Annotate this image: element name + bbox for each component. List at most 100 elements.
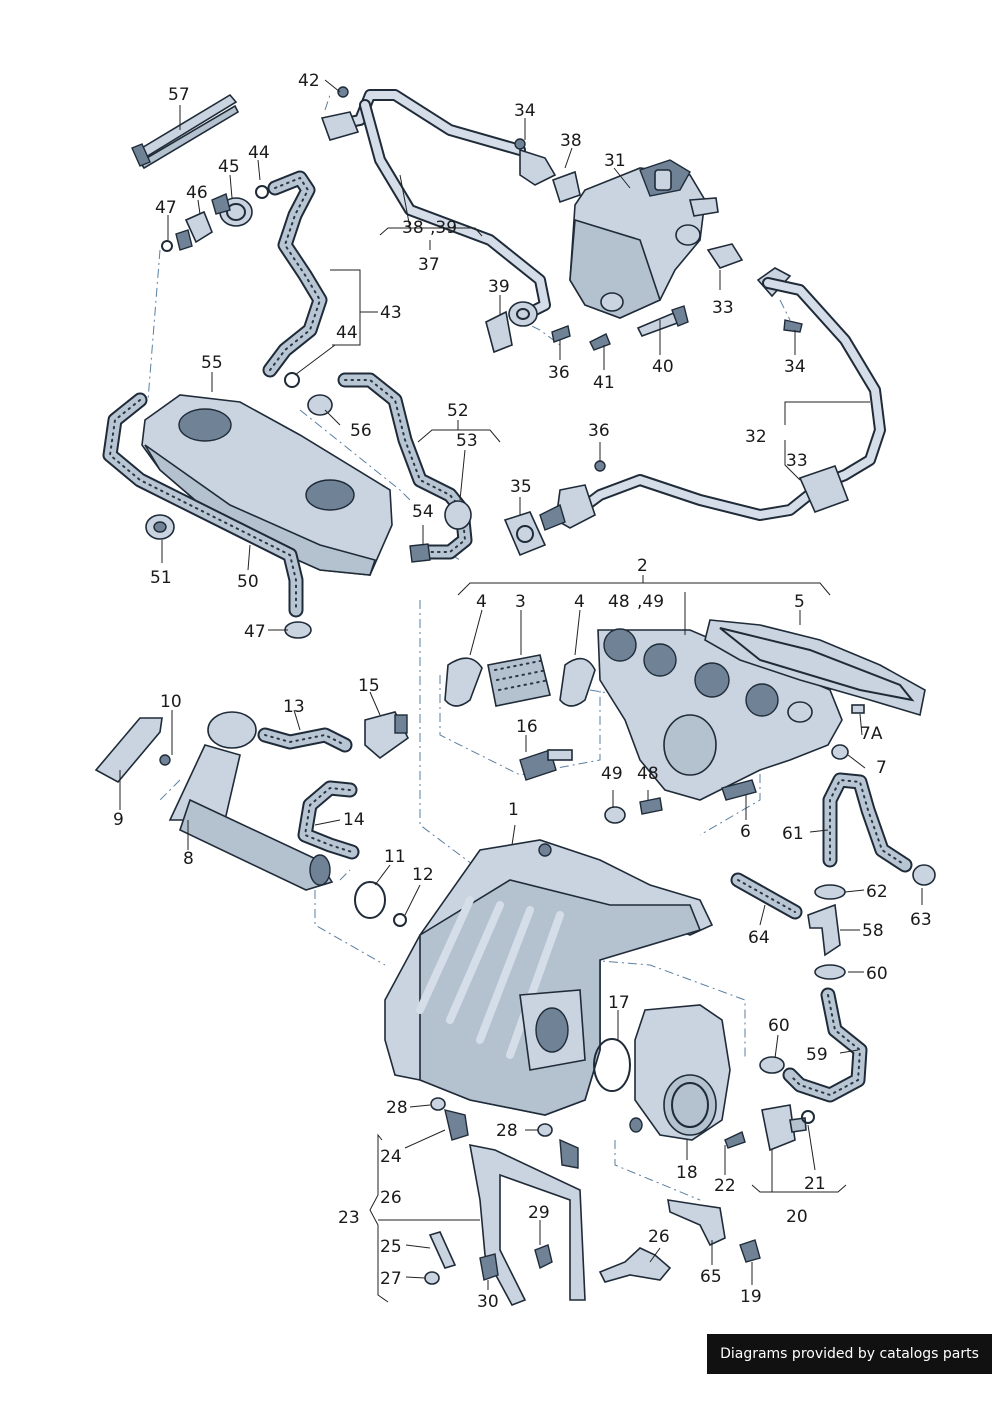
label-49: 49: [601, 764, 623, 784]
leader-lines: [119, 79, 923, 1303]
part-11-oring: [354, 881, 386, 919]
part-5-gasket: [704, 619, 926, 717]
part-18-throttle-body: [629, 1004, 731, 1141]
label-46: 46: [186, 183, 208, 203]
part-58-tpiece: [807, 903, 841, 957]
label-10: 10: [160, 692, 182, 712]
label-28: 28: [386, 1098, 408, 1118]
label-15: 15: [358, 676, 380, 696]
label-38: 38: [402, 218, 424, 238]
label-7: 7: [876, 758, 887, 778]
label-24: 24: [380, 1147, 402, 1167]
part-45-46-clamp-valve: [161, 185, 269, 252]
label-38: 38: [560, 131, 582, 151]
label-31: 31: [604, 151, 626, 171]
label-14: 14: [343, 810, 365, 830]
label-56: 56: [350, 421, 372, 441]
part-9-cover: [94, 717, 163, 784]
part-64-hose: [730, 872, 803, 920]
label-32: 32: [745, 427, 767, 447]
part-35-gasket: [503, 511, 547, 557]
label-23: 23: [338, 1208, 360, 1228]
label-3: 3: [515, 592, 526, 612]
part-63-clamp: [912, 864, 936, 886]
label-34: 34: [784, 357, 806, 377]
part-61-hose: [822, 772, 913, 873]
label-7a: 7A: [860, 724, 883, 744]
label-55: 55: [201, 353, 223, 373]
label-53: 53: [456, 431, 478, 451]
label-2: 2: [637, 556, 648, 576]
part-59-hose: [782, 987, 868, 1103]
bolts-upper: [551, 305, 803, 351]
label-54: 54: [412, 502, 434, 522]
label-36: 36: [548, 363, 570, 383]
label-33: 33: [712, 298, 734, 318]
part-17-oring: [593, 1038, 631, 1092]
part-31-egr-valve: [569, 159, 792, 319]
part-43-hose: [262, 170, 328, 388]
label-63: 63: [910, 910, 932, 930]
label-26: 26: [380, 1188, 402, 1208]
label-42: 42: [298, 71, 320, 91]
label-34: 34: [514, 101, 536, 121]
label-20: 20: [786, 1207, 808, 1227]
label-4: 4: [476, 592, 487, 612]
label-8: 8: [183, 849, 194, 869]
label-57: 57: [168, 85, 190, 105]
label-61: 61: [782, 824, 804, 844]
label-19: 19: [740, 1287, 762, 1307]
label-45: 45: [218, 157, 240, 177]
label-48: 48: [608, 592, 630, 612]
part-1-intake-manifold: [384, 839, 714, 1116]
part-15-valve: [364, 711, 410, 760]
label-28: 28: [496, 1121, 518, 1141]
label-49: ,49: [637, 592, 664, 612]
label-44: 44: [336, 323, 358, 343]
label-17: 17: [608, 993, 630, 1013]
label-30: 30: [477, 1292, 499, 1312]
part-57-ties: [131, 93, 240, 170]
part-55-cover: [141, 394, 393, 576]
part-8-pipe: [159, 711, 334, 891]
label-6: 6: [740, 822, 751, 842]
part-3-4-sleeve: [444, 654, 596, 707]
part-12-oring: [393, 913, 407, 927]
part-13-14-hose: [257, 727, 360, 860]
label-29: 29: [528, 1203, 550, 1223]
label-18: 18: [676, 1163, 698, 1183]
label-11: 11: [384, 847, 406, 867]
label-60: 60: [866, 964, 888, 984]
part-26-65-bracket: [598, 1199, 761, 1283]
label-43: 43: [380, 303, 402, 323]
label-25: 25: [380, 1237, 402, 1257]
part-25-27-clip: [424, 1231, 457, 1285]
label-33: 33: [786, 451, 808, 471]
label-65: 65: [700, 1267, 722, 1287]
label-4: 4: [574, 592, 585, 612]
label-59: 59: [806, 1045, 828, 1065]
label-22: 22: [714, 1176, 736, 1196]
label-12: 12: [412, 865, 434, 885]
label-13: 13: [283, 697, 305, 717]
label-39: 39: [488, 277, 510, 297]
label-1: 1: [508, 800, 519, 820]
part-32-pipe: [539, 277, 886, 531]
label-44: 44: [248, 143, 270, 163]
part-20-sensor: [724, 1104, 815, 1152]
label-60: 60: [768, 1016, 790, 1036]
part-50-hose: [102, 392, 312, 639]
label-47: 47: [244, 622, 266, 642]
label-21: 21: [804, 1174, 826, 1194]
label-40: 40: [652, 357, 674, 377]
label-35: 35: [510, 477, 532, 497]
part-number-labels: 57 42 34 38 31 45 44 46 47 38 ,39 37 39 …: [113, 71, 932, 1312]
part-23-bracket: [430, 1097, 586, 1306]
label-9: 9: [113, 810, 124, 830]
label-62: 62: [866, 882, 888, 902]
label-64: 64: [748, 928, 770, 948]
label-16: 16: [516, 717, 538, 737]
label-39: ,39: [430, 218, 457, 238]
label-36: 36: [588, 421, 610, 441]
